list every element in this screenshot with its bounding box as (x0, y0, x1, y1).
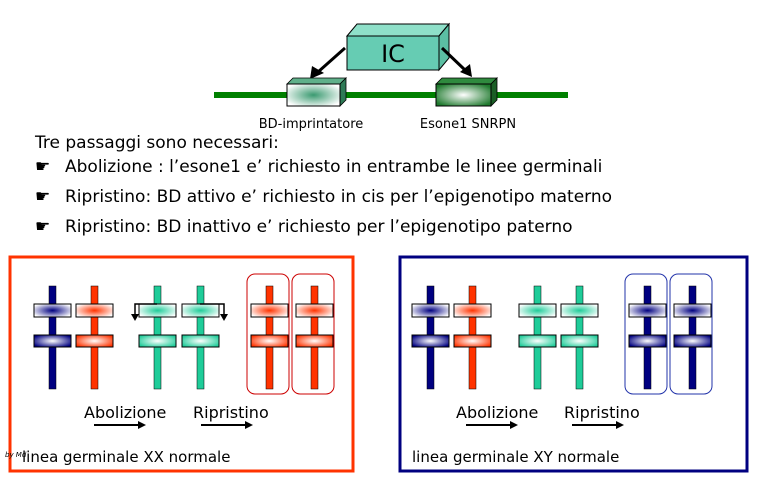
chromosome-red (295, 285, 334, 390)
arrowhead-bd-icon (310, 66, 324, 79)
circled-chromosome-outline (291, 273, 335, 395)
step-ripristino-label: Ripristino (193, 403, 269, 422)
panel-title: linea germinale XY normale (412, 448, 619, 466)
ic-label: IC (381, 40, 405, 68)
intro-text: Tre passaggi sono necessari: (35, 133, 279, 153)
step-ripristino-label: Ripristino (564, 403, 640, 422)
bd-region (138, 303, 177, 318)
exon-region (295, 334, 334, 348)
ic-box: IC (345, 22, 451, 72)
bd-region (181, 303, 220, 318)
exon-region (75, 334, 114, 348)
imprint-arrow-left (134, 303, 157, 316)
exon-region (411, 334, 450, 348)
step-abolizione-label: Abolizione (456, 403, 538, 422)
bd-imprintatore-box (286, 77, 347, 107)
chromosome-red (453, 285, 492, 390)
exon-region (181, 334, 220, 348)
exon-region (673, 334, 712, 348)
exon-region (138, 334, 177, 348)
bd-region (33, 303, 72, 318)
bullet-1: ☛Abolizione : l’esone1 e’ richiesto in e… (35, 157, 603, 177)
chromosome-green (560, 285, 599, 390)
arrow-to-bd (317, 46, 346, 74)
arrowhead-icon (131, 314, 139, 321)
imprinting-center-diagram: IC BD-imprintatore Esone1 SNRPN (214, 22, 568, 132)
step-abolizione-label: Abolizione (84, 403, 166, 422)
germline-panels: Abolizione Ripristino linea germinale XX n… (5, 255, 749, 473)
circled-chromosome-outline (669, 273, 713, 395)
panel-xy: Abolizione Ripristino linea germinale XY n… (398, 255, 749, 473)
chromosome-blue (628, 285, 667, 390)
esone1-snrpn-box (435, 77, 498, 107)
bd-label: BD-imprintatore (259, 117, 364, 132)
exon-label: Esone1 SNRPN (420, 117, 516, 132)
circled-chromosome-outline (624, 273, 668, 395)
bd-region (673, 303, 712, 318)
panel-title: linea germinale XX normale (22, 448, 230, 466)
bullet-2: ☛Ripristino: BD attivo e’ richiesto in c… (35, 187, 613, 207)
chromosome-blue (411, 285, 450, 390)
arrowhead-icon (510, 421, 518, 429)
panel-border (8, 255, 355, 473)
bd-region (560, 303, 599, 318)
arrowhead-icon (245, 421, 253, 429)
arrowhead-icon (220, 314, 228, 321)
bd-region (628, 303, 667, 318)
imprint-arrow-right (200, 303, 225, 316)
exon-region (518, 334, 557, 348)
author-signature: by Md (5, 451, 27, 459)
exon-region (33, 334, 72, 348)
bd-region (453, 303, 492, 318)
chromosome-green (518, 285, 557, 390)
circled-chromosome-outline (246, 273, 290, 395)
chromosome-blue (33, 285, 72, 390)
pointing-hand-icon: ☛ (35, 217, 51, 237)
panel-xx: Abolizione Ripristino linea germinale XX n… (5, 255, 355, 473)
arrowhead-exon-icon (460, 64, 472, 77)
exon-region (453, 334, 492, 348)
bd-region (411, 303, 450, 318)
exon-region (628, 334, 667, 348)
arrow-to-exon (440, 46, 467, 72)
bd-region (295, 303, 334, 318)
chromosome-red (75, 285, 114, 390)
exon-region (560, 334, 599, 348)
chromosome-red (250, 285, 289, 390)
arrowhead-icon (138, 421, 146, 429)
arrowhead-icon (616, 421, 624, 429)
bd-region (250, 303, 289, 318)
chromosome-green (181, 285, 220, 390)
exon-region (250, 334, 289, 348)
chromosome-green (138, 285, 177, 390)
bullet-3: ☛Ripristino: BD inattivo e’ richiesto pe… (35, 217, 573, 237)
pointing-hand-icon: ☛ (35, 157, 51, 177)
pointing-hand-icon: ☛ (35, 187, 51, 207)
bd-region (518, 303, 557, 318)
chromosome-blue (673, 285, 712, 390)
bd-region (75, 303, 114, 318)
